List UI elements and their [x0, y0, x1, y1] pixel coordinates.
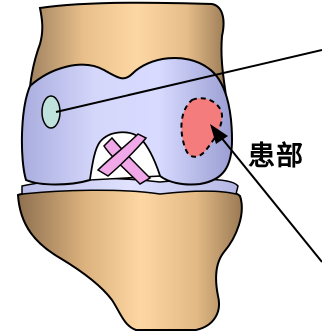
lesion-label: 患部	[248, 143, 304, 170]
tibia-bone	[18, 189, 242, 330]
